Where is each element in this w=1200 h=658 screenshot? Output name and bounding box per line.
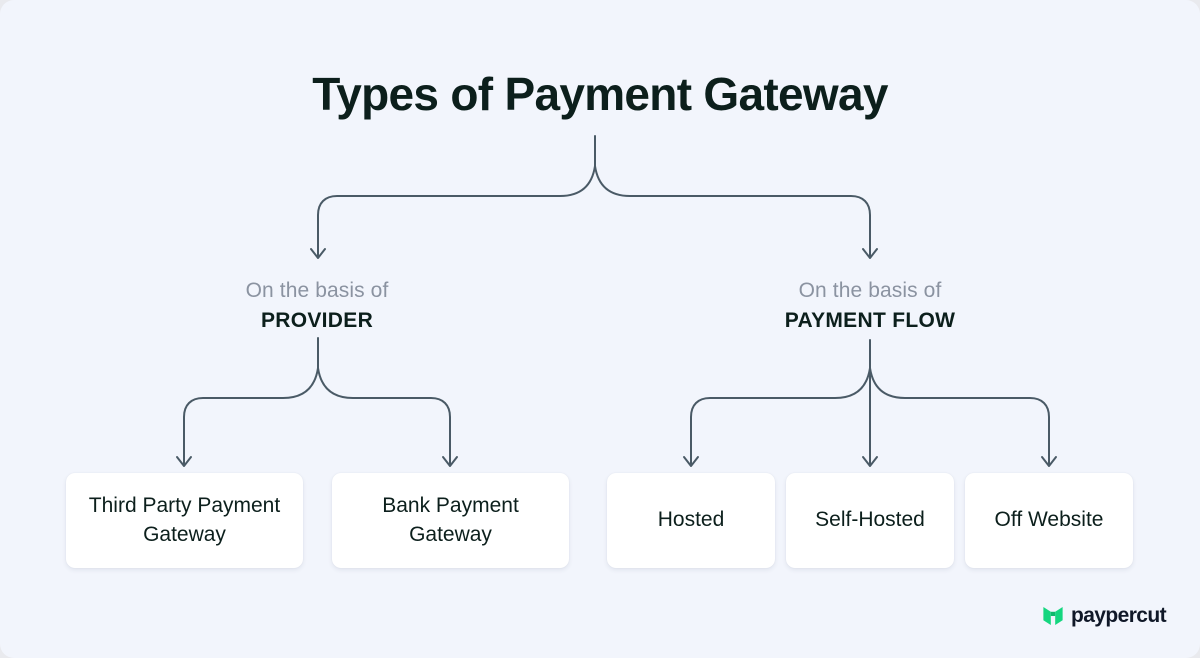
branch-label-provider: On the basis of PROVIDER xyxy=(167,277,467,335)
node-label: Third Party Payment Gateway xyxy=(88,494,281,546)
connector-payment-flow-to-off-website xyxy=(869,367,1050,465)
paypercut-logo-icon xyxy=(1043,607,1063,625)
node-label: Bank Payment Gateway xyxy=(382,494,519,546)
arrowhead-provider xyxy=(310,248,326,259)
arrowhead-payment-flow xyxy=(862,248,878,259)
branch-label-prefix: On the basis of xyxy=(245,279,389,302)
connector-provider-to-bank-payment xyxy=(317,367,451,465)
arrowhead-off-website xyxy=(1041,456,1057,467)
node-self-hosted[interactable]: Self-Hosted xyxy=(786,473,954,568)
arrowhead-third-party xyxy=(176,456,192,467)
arrowhead-hosted xyxy=(683,456,699,467)
arrowhead-self-hosted xyxy=(862,456,878,467)
branch-label-category: PROVIDER xyxy=(260,309,374,333)
node-hosted[interactable]: Hosted xyxy=(607,473,775,568)
node-label: Hosted xyxy=(657,508,725,532)
branch-label-payment-flow: On the basis of PAYMENT FLOW xyxy=(720,277,1020,335)
node-off-website[interactable]: Off Website xyxy=(965,473,1133,568)
connector-provider-to-third-party xyxy=(183,367,319,465)
connector-root-to-provider xyxy=(317,165,596,257)
node-bank-payment-gateway[interactable]: Bank Payment Gateway xyxy=(332,473,569,568)
node-label: Off Website xyxy=(994,508,1104,532)
page-title: Types of Payment Gateway xyxy=(312,68,888,120)
connector-payment-flow-to-hosted xyxy=(690,367,871,465)
brand-logo-text: paypercut xyxy=(1071,604,1167,627)
brand-logo: paypercut xyxy=(1042,604,1167,628)
node-label: Self-Hosted xyxy=(815,508,925,532)
connector-root-to-payment-flow xyxy=(594,165,871,257)
arrowhead-bank-payment xyxy=(442,456,458,467)
node-third-party-payment-gateway[interactable]: Third Party Payment Gateway xyxy=(66,473,303,568)
branch-label-category: PAYMENT FLOW xyxy=(784,309,956,333)
branch-label-prefix: On the basis of xyxy=(798,279,942,302)
